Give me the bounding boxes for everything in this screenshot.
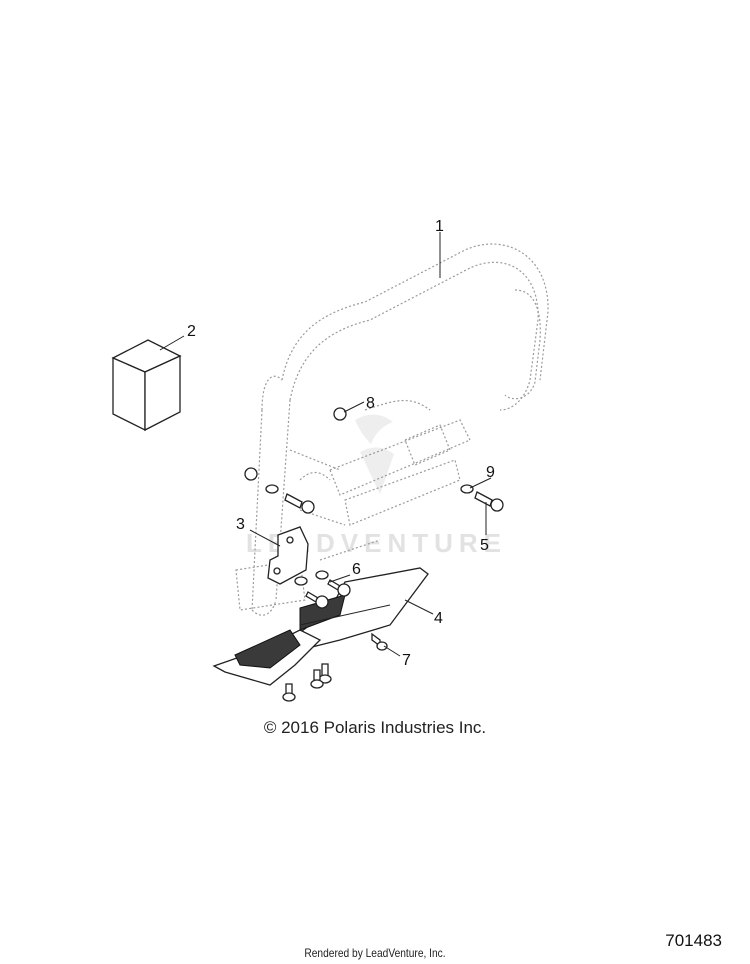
callout-9: 9 xyxy=(486,464,495,481)
callouts: 1 2 3 4 5 6 7 8 9 xyxy=(187,218,495,669)
screw-7b xyxy=(318,663,332,684)
screw-7a xyxy=(371,632,388,651)
callout-7: 7 xyxy=(402,652,411,669)
washer-upper xyxy=(265,484,279,494)
screw-7c xyxy=(310,669,324,689)
leader-lines xyxy=(159,232,492,657)
callout-2: 2 xyxy=(187,323,196,340)
fasteners xyxy=(244,407,504,702)
bolt-5 xyxy=(474,491,493,507)
washer-9 xyxy=(460,484,474,494)
bolt-upper xyxy=(284,493,303,509)
skid-plate-part xyxy=(212,567,429,686)
diagram-number: 701483 xyxy=(665,931,722,950)
callout-3: 3 xyxy=(236,516,245,533)
bracket-plate-part xyxy=(267,526,309,585)
box-part xyxy=(111,339,182,432)
nut-8 xyxy=(333,407,347,421)
screw-7d xyxy=(282,683,296,702)
callout-5: 5 xyxy=(480,537,489,554)
callout-8: 8 xyxy=(366,395,375,412)
copyright-text: © 2016 Polaris Industries Inc. xyxy=(263,718,487,737)
callout-4: 4 xyxy=(434,610,443,627)
nut-upper-left xyxy=(244,467,258,481)
washer-6 xyxy=(294,576,308,586)
callout-6: 6 xyxy=(352,561,361,578)
callout-1: 1 xyxy=(435,218,444,235)
rendered-by-text: Rendered by LeadVenture, Inc. xyxy=(304,946,446,960)
